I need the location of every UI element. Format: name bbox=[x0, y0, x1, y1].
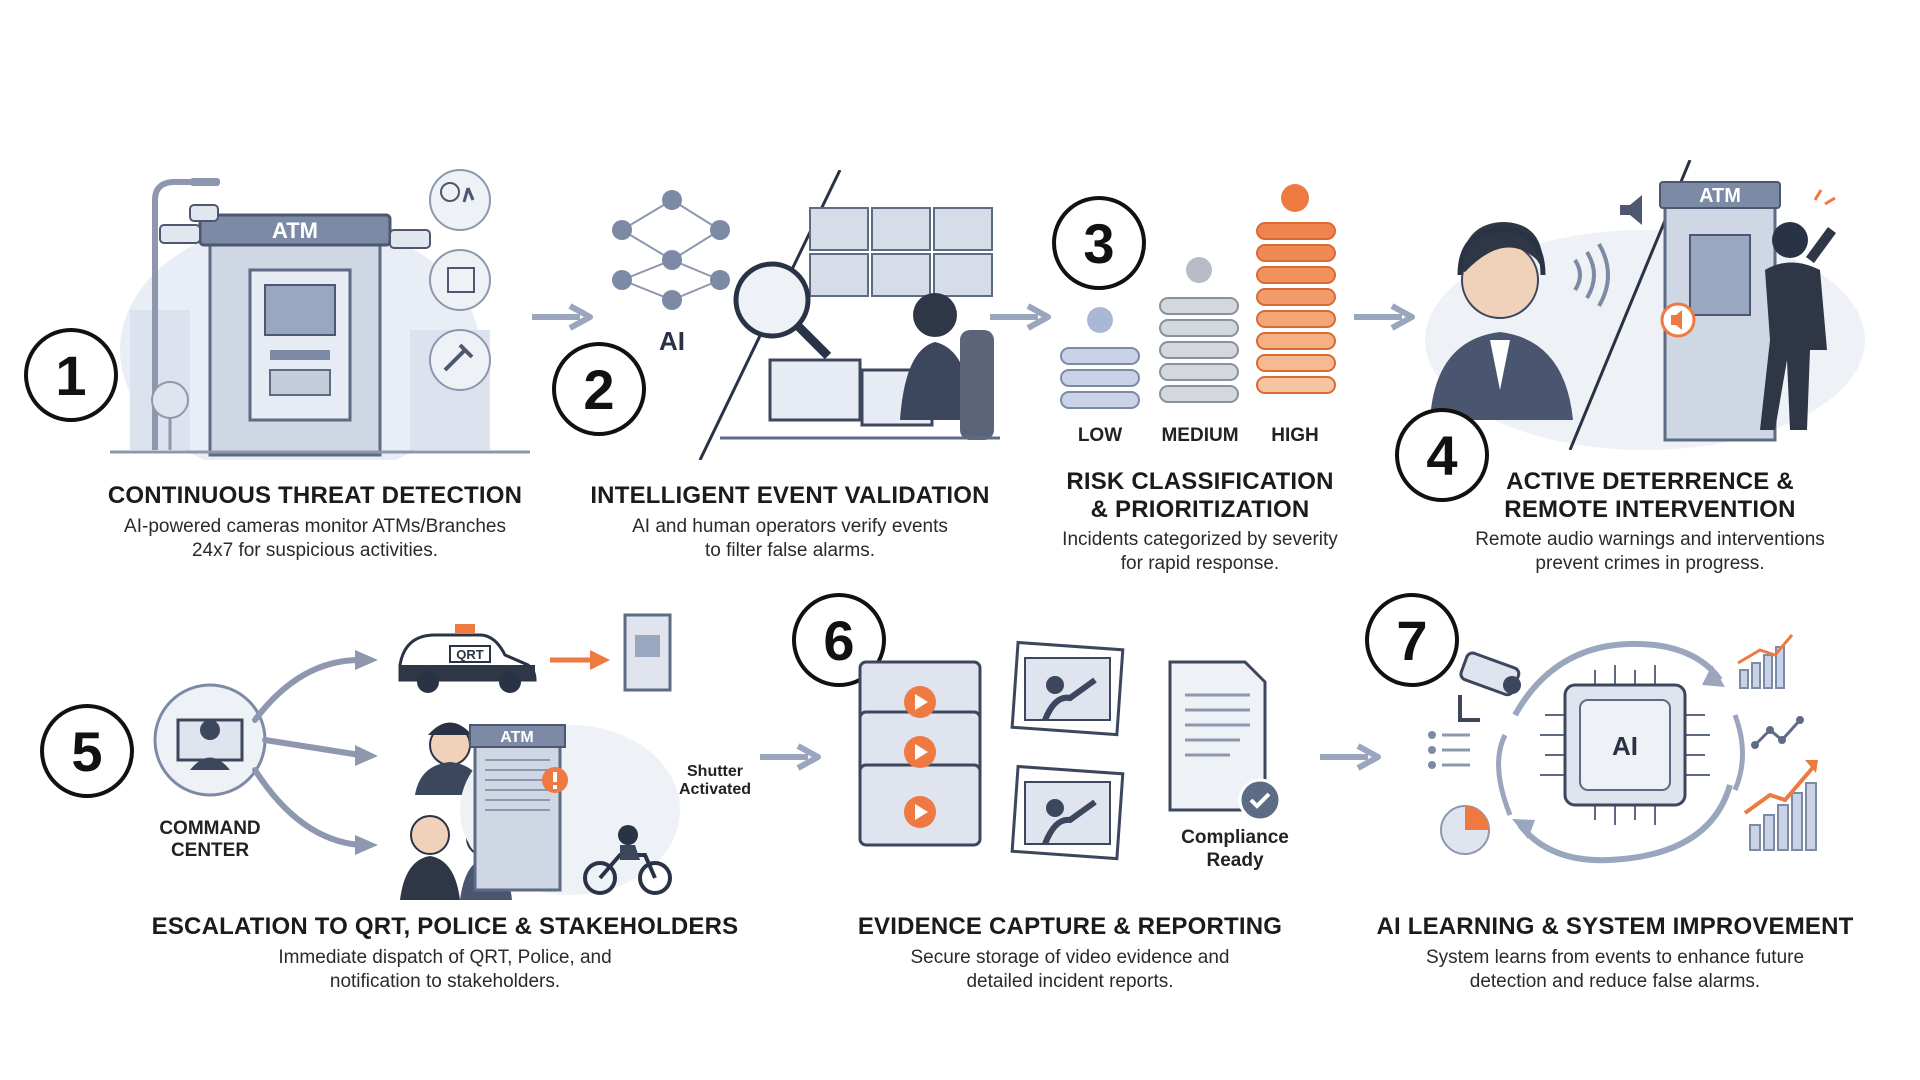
step-4-number: 4 bbox=[1395, 408, 1489, 502]
arrow-3-to-4-icon bbox=[1354, 303, 1415, 331]
shutter-activated-line1: Shutter bbox=[687, 763, 743, 780]
atm-sign-text: ATM bbox=[272, 218, 318, 243]
step-5-desc-line1: Immediate dispatch of QRT, Police, and bbox=[278, 947, 612, 968]
shutter-activated-line2: Activated bbox=[678, 781, 752, 798]
step-4-title-line2: REMOTE INTERVENTION bbox=[1504, 496, 1796, 523]
step-1-number: 1 bbox=[24, 328, 118, 422]
step-2-title: INTELLIGENT EVENT VALIDATION bbox=[590, 482, 990, 509]
step-1-desc-line2: 24x7 for suspicious activities. bbox=[191, 540, 439, 561]
step-4-desc-line1: Remote audio warnings and interventions bbox=[1475, 529, 1825, 550]
step-3-risk-bars bbox=[1055, 178, 1355, 418]
step-3-number: 3 bbox=[1052, 196, 1146, 290]
arrow-5-to-6-icon bbox=[760, 743, 821, 771]
qrt-label: QRT bbox=[456, 647, 484, 662]
step-1-illustration: ATM bbox=[110, 160, 530, 460]
step-7-number: 7 bbox=[1365, 593, 1459, 687]
step-5-desc-line2: notification to stakeholders. bbox=[329, 971, 561, 992]
arrow-6-to-7-icon bbox=[1320, 743, 1381, 771]
step-1-desc-line1: AI-powered cameras monitor ATMs/Branches bbox=[124, 516, 506, 537]
arrow-1-to-2-icon bbox=[532, 303, 593, 331]
command-center-line1: COMMAND bbox=[159, 818, 261, 839]
step-2-desc-line2: to filter false alarms. bbox=[705, 540, 875, 561]
step-4-illustration: ATM bbox=[1415, 160, 1875, 450]
step-3-title-line2: & PRIORITIZATION bbox=[1090, 496, 1310, 523]
step-7-illustration: AI bbox=[1420, 625, 1820, 875]
step-1-title: CONTINUOUS THREAT DETECTION bbox=[107, 482, 523, 509]
compliance-ready-line1: Compliance bbox=[1181, 827, 1289, 848]
step-7-desc-line2: detection and reduce false alarms. bbox=[1469, 971, 1761, 992]
step-4-title-line1: ACTIVE DETERRENCE & bbox=[1506, 468, 1794, 495]
compliance-ready-line2: Ready bbox=[1206, 850, 1264, 871]
atm-sign-text-3: ATM bbox=[500, 729, 533, 746]
ai-label: AI bbox=[659, 326, 685, 356]
step-2-desc-line1: AI and human operators verify events bbox=[632, 516, 948, 537]
command-center-line2: CENTER bbox=[170, 840, 250, 861]
step-5-title: ESCALATION TO QRT, POLICE & STAKEHOLDERS bbox=[151, 913, 739, 940]
step-3-desc-line2: for rapid response. bbox=[1120, 553, 1280, 574]
step-7-title: AI LEARNING & SYSTEM IMPROVEMENT bbox=[1376, 913, 1854, 940]
risk-high-label: HIGH bbox=[1271, 425, 1319, 446]
risk-low-label: LOW bbox=[1077, 425, 1123, 446]
chip-ai-label: AI bbox=[1612, 731, 1638, 761]
atm-sign-text-2: ATM bbox=[1699, 185, 1741, 207]
arrow-2-to-3-icon bbox=[990, 303, 1051, 331]
step-2-number: 2 bbox=[552, 342, 646, 436]
step-2-illustration: AI bbox=[600, 170, 1000, 460]
step-3-desc-line1: Incidents categorized by severity bbox=[1062, 529, 1338, 550]
step-7-desc-line1: System learns from events to enhance fut… bbox=[1425, 947, 1805, 968]
risk-medium-label: MEDIUM bbox=[1161, 425, 1239, 446]
step-5-illustration: QRT ATM bbox=[150, 610, 770, 900]
step-6-illustration bbox=[855, 640, 1305, 880]
step-6-title: EVIDENCE CAPTURE & REPORTING bbox=[857, 913, 1283, 940]
step-3-title-line1: RISK CLASSIFICATION bbox=[1066, 468, 1334, 495]
step-6-desc-line2: detailed incident reports. bbox=[966, 971, 1174, 992]
step-6-desc-line1: Secure storage of video evidence and bbox=[910, 947, 1230, 968]
step-4-desc-line2: prevent crimes in progress. bbox=[1535, 553, 1765, 574]
step-5-number: 5 bbox=[40, 704, 134, 798]
